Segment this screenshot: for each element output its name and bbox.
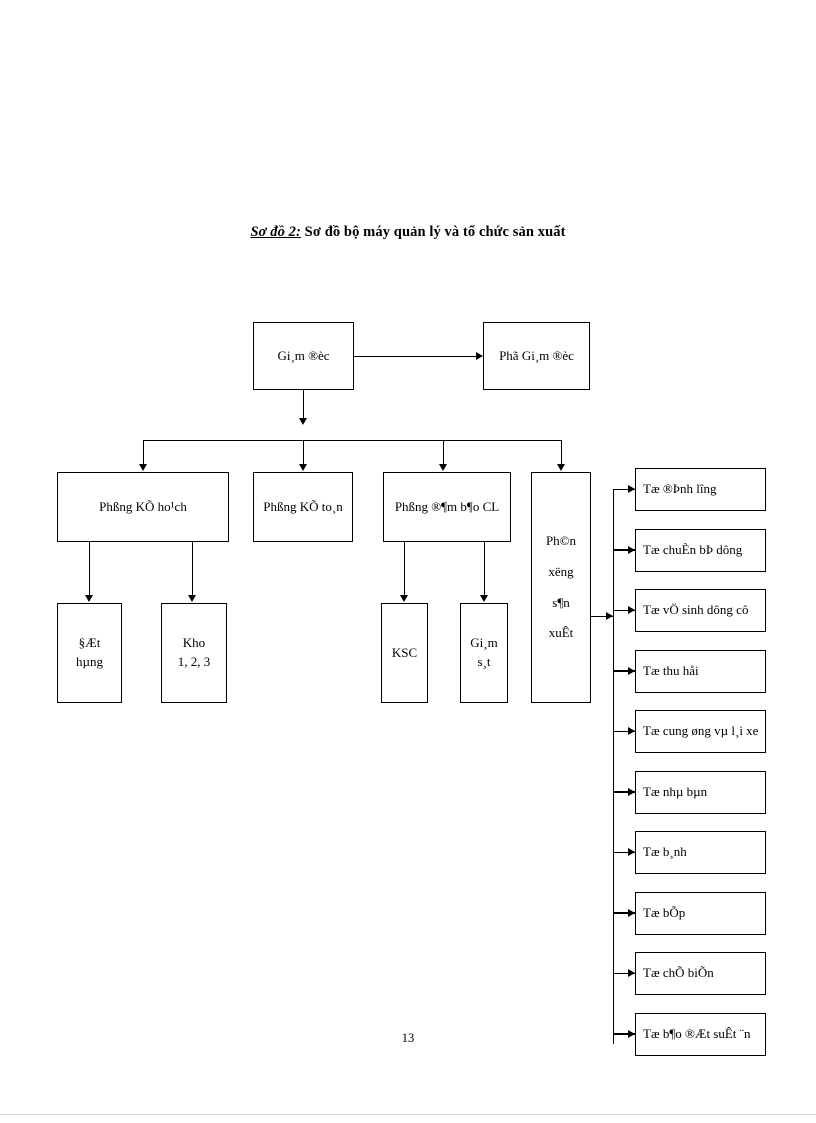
- node-team-1-label: Tæ ®Þnh lîng: [643, 481, 717, 497]
- arrowhead-team-1: [628, 485, 635, 494]
- node-team-4-label: Tæ thu håi: [643, 662, 699, 678]
- arrowhead-phong-dam-bao: [439, 464, 447, 471]
- edge-kehoach-to-kho: [192, 542, 194, 596]
- node-kho[interactable]: Kho 1, 2, 3: [161, 603, 227, 703]
- node-team-10-label: Tæ b¶o ®Æt suÊt ¨n: [643, 1025, 751, 1041]
- node-team-1[interactable]: Tæ ®Þnh lîng: [635, 468, 766, 511]
- node-giam-sat[interactable]: Gi¸m s¸t: [460, 603, 508, 703]
- node-phan-xuong-line4: xuÊt: [548, 625, 574, 641]
- node-team-7[interactable]: Tæ b¸nh: [635, 831, 766, 874]
- node-dat-hang-line1: §Æt: [78, 635, 101, 651]
- arrowhead-team-8: [628, 908, 635, 917]
- edge-phanxuong-to-teambus: [591, 615, 613, 617]
- node-giam-doc[interactable]: Gi¸m ®èc: [253, 322, 354, 390]
- edge-teambus-to-team-9: [613, 972, 635, 975]
- arrowhead-team-7: [628, 848, 635, 857]
- node-dat-hang-line2: hµng: [76, 654, 103, 669]
- node-team-10[interactable]: Tæ b¶o ®Æt suÊt ¨n: [635, 1012, 766, 1056]
- node-team-7-label: Tæ b¸nh: [643, 844, 687, 860]
- arrowhead-phan-xuong: [557, 464, 565, 471]
- node-team-5[interactable]: Tæ cung øng vµ l¸i xe: [635, 710, 766, 753]
- edge-teambus-to-team-2: [613, 549, 635, 551]
- node-phong-dam-bao-cl-label: Phßng ®¶m b¶o CL: [394, 498, 500, 514]
- node-kho-line1: Kho: [182, 635, 206, 651]
- arrowhead-team-5: [628, 727, 635, 736]
- edge-teambus-to-team-1: [613, 488, 635, 491]
- node-team-8[interactable]: Tæ bÕp: [635, 891, 766, 935]
- arrowhead-team-6: [628, 787, 635, 796]
- edge-kehoach-to-dathang: [89, 542, 91, 596]
- arrowhead-team-9: [628, 969, 635, 978]
- node-phong-ke-toan-label: Phßng KÕ to¸n: [263, 498, 343, 514]
- node-phan-xuong-line1: Ph©n: [545, 533, 577, 549]
- node-phan-xuong-line3: s¶n: [552, 594, 570, 610]
- edge-teambus-to-team-6: [613, 791, 635, 793]
- arrowhead-to-pho-giam-doc: [476, 352, 483, 360]
- node-ksc[interactable]: KSC: [381, 603, 428, 703]
- node-team-4[interactable]: Tæ thu håi: [635, 649, 766, 693]
- arrowhead-teambus-entry: [606, 612, 613, 620]
- arrowhead-team-10: [628, 1029, 635, 1038]
- node-team-9-label: Tæ chÕ biÕn: [643, 965, 714, 981]
- node-giam-sat-line1: Gi¸m: [470, 635, 498, 651]
- node-pho-giam-doc-label: Phã Gi¸m ®èc: [499, 347, 574, 363]
- node-team-2-label: Tæ chuÈn bÞ dông: [643, 541, 743, 557]
- edge-teambus-to-team-10: [613, 1033, 635, 1035]
- arrowhead-kho: [188, 595, 196, 602]
- node-giam-doc-label: Gi¸m ®èc: [277, 347, 330, 363]
- node-phong-ke-toan[interactable]: Phßng KÕ to¸n: [253, 472, 353, 542]
- arrowhead-team-4: [628, 666, 635, 675]
- node-team-2[interactable]: Tæ chuÈn bÞ dông: [635, 528, 766, 572]
- edge-teambus-to-team-4: [613, 670, 635, 672]
- node-dat-hang[interactable]: §Æt hµng: [57, 603, 122, 703]
- node-phan-xuong-san-xuat[interactable]: Ph©n xëng s¶n xuÊt: [531, 472, 591, 703]
- edge-giamdoc-stem: [303, 390, 305, 420]
- node-ksc-label: KSC: [391, 644, 418, 660]
- edge-giamdoc-to-phogiamdoc: [354, 355, 477, 357]
- page-title-rest: Sơ đồ bộ máy quản lý và tổ chức sản xuất: [300, 224, 566, 240]
- page-title-lead: Sơ đồ 2:: [250, 224, 301, 240]
- drop-to-phong-dam-bao: [443, 440, 445, 465]
- node-phong-dam-bao-cl[interactable]: Phßng ®¶m b¶o CL: [383, 472, 511, 542]
- team-bus: [613, 489, 615, 1044]
- node-giam-sat-line2: s¸t: [477, 654, 491, 669]
- arrowhead-giamdoc-stem: [299, 418, 307, 425]
- drop-to-phong-ke-hoach: [143, 440, 145, 465]
- edge-teambus-to-team-3: [613, 609, 635, 612]
- arrowhead-ksc: [400, 595, 408, 602]
- arrowhead-team-3: [628, 606, 635, 615]
- node-team-3[interactable]: Tæ vÖ sinh dông cô: [635, 589, 766, 632]
- arrowhead-dat-hang: [85, 595, 93, 602]
- edge-dambao-to-ksc: [404, 542, 406, 596]
- edge-dambao-to-giamsat: [484, 542, 486, 596]
- bus-level1: [143, 440, 562, 442]
- arrowhead-phong-ke-toan: [299, 464, 307, 471]
- edge-teambus-to-team-5: [613, 730, 635, 733]
- node-pho-giam-doc[interactable]: Phã Gi¸m ®èc: [483, 322, 590, 390]
- node-kho-line2: 1, 2, 3: [177, 654, 211, 669]
- node-phong-ke-hoach[interactable]: Phßng KÕ ho¹ch: [57, 472, 229, 542]
- arrowhead-phong-ke-hoach: [139, 464, 147, 471]
- page-number: 13: [401, 1031, 415, 1045]
- node-team-8-label: Tæ bÕp: [643, 904, 686, 920]
- node-phong-ke-hoach-label: Phßng KÕ ho¹ch: [99, 498, 187, 514]
- node-team-6-label: Tæ nhµ bµn: [643, 783, 708, 799]
- node-phan-xuong-line2: xëng: [548, 563, 574, 579]
- node-team-6[interactable]: Tæ nhµ bµn: [635, 770, 766, 814]
- page-title: Sơ đồ 2: Sơ đồ bộ máy quản lý và tổ chức…: [0, 224, 816, 241]
- node-team-5-label: Tæ cung øng vµ l¸i xe: [643, 723, 759, 739]
- node-team-3-label: Tæ vÖ sinh dông cô: [643, 602, 749, 618]
- node-team-9[interactable]: Tæ chÕ biÕn: [635, 952, 766, 995]
- drop-to-phong-ke-toan: [303, 440, 305, 465]
- edge-teambus-to-team-8: [613, 912, 635, 914]
- drop-to-phan-xuong: [561, 440, 563, 465]
- arrowhead-team-2: [628, 545, 635, 554]
- edge-teambus-to-team-7: [613, 851, 635, 854]
- arrowhead-giam-sat: [480, 595, 488, 602]
